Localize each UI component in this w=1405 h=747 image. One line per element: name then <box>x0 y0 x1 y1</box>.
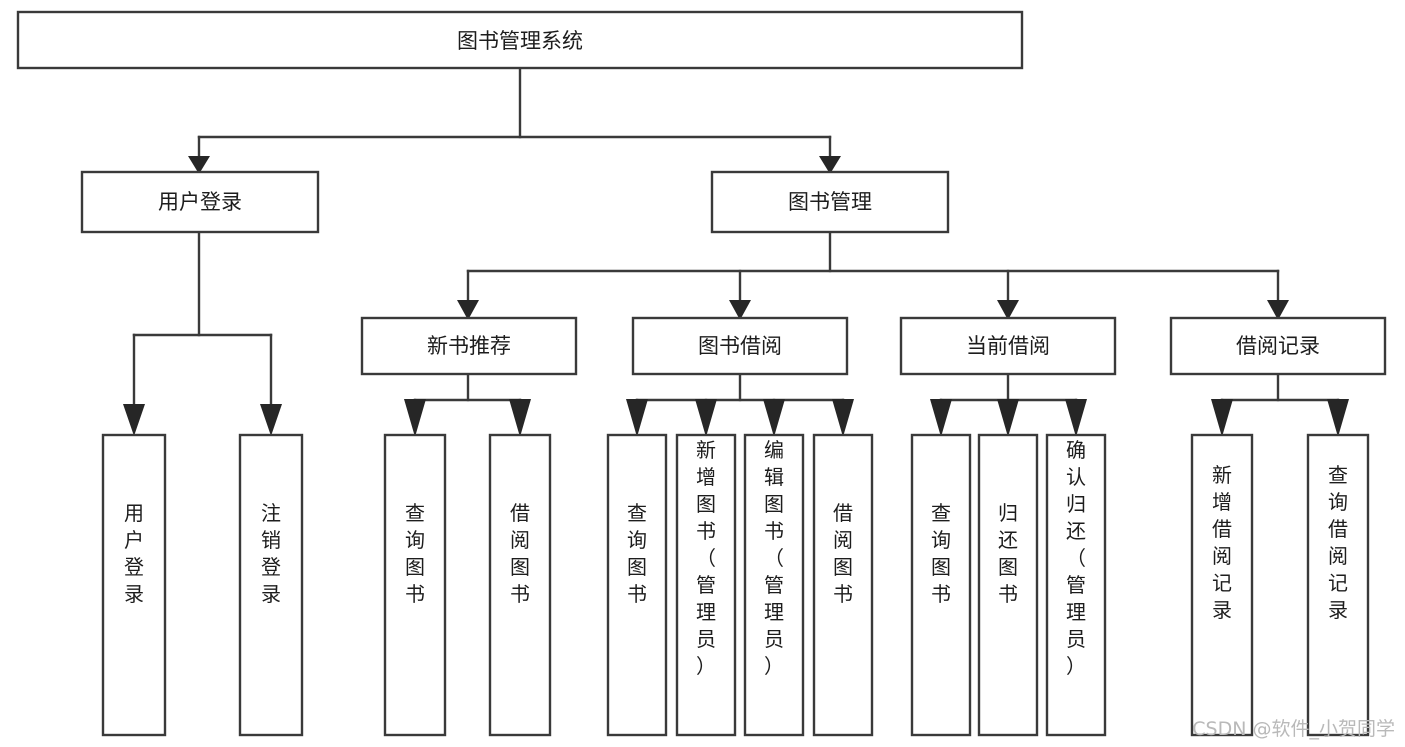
node-leaf-cur-confirm-label: 确认归还（管理员） <box>1066 438 1086 678</box>
arrow-to-leaf-borrow-query <box>626 399 648 437</box>
arrow-to-borrow-record <box>1267 300 1289 320</box>
node-leaf-borrow-do-label: 借阅图书 <box>833 501 853 606</box>
node-leaf-borrow-edit[interactable]: 编辑图书（管理员） <box>743 433 805 737</box>
arrow-to-leaf-rec-add <box>1211 399 1233 437</box>
node-leaf-cur-confirm-box[interactable] <box>1045 433 1107 737</box>
node-leaf-rec-add-box[interactable] <box>1190 433 1254 737</box>
arrow-to-current-borrow <box>997 300 1019 320</box>
arrow-to-leaf-rec-query <box>404 399 426 437</box>
node-leaf-borrow-do[interactable]: 借阅图书 <box>812 433 874 737</box>
node-leaf-cur-query[interactable]: 查询图书 <box>910 433 972 737</box>
node-leaf-rec-add[interactable]: 新增借阅记录 <box>1190 433 1254 737</box>
node-leaf-borrow-edit-box[interactable] <box>743 433 805 737</box>
node-leaf-user-login-box[interactable] <box>101 433 167 737</box>
node-new-book-rec[interactable]: 新书推荐 <box>360 316 578 376</box>
node-book-borrow-box[interactable] <box>631 316 849 376</box>
node-root-label: 图书管理系统 <box>457 29 583 53</box>
node-new-book-rec-label: 新书推荐 <box>427 334 511 358</box>
node-borrow-record-label: 借阅记录 <box>1236 334 1320 358</box>
arrow-to-leaf-rec-search <box>1327 399 1349 437</box>
arrow-to-leaf-cur-return <box>997 399 1019 437</box>
node-leaf-cur-return[interactable]: 归还图书 <box>977 433 1039 737</box>
node-leaf-cur-return-label: 归还图书 <box>998 501 1018 606</box>
node-leaf-borrow-query-label: 查询图书 <box>627 501 647 606</box>
node-leaf-borrow-add-label: 新增图书（管理员） <box>696 438 716 678</box>
node-leaf-rec-add-label: 新增借阅记录 <box>1212 463 1232 622</box>
node-user-login-label: 用户登录 <box>158 190 242 214</box>
node-leaf-borrow-query-box[interactable] <box>606 433 668 737</box>
node-user-login-box[interactable] <box>80 170 320 234</box>
node-leaf-cur-query-label: 查询图书 <box>931 501 951 606</box>
arrow-to-leaf-cur-query <box>930 399 952 437</box>
node-leaf-rec-query-box[interactable] <box>383 433 447 737</box>
node-root[interactable]: 图书管理系统 <box>16 10 1024 70</box>
node-leaf-user-login[interactable]: 用户登录 <box>101 433 167 737</box>
node-root-box[interactable] <box>16 10 1024 70</box>
node-user-login[interactable]: 用户登录 <box>80 170 320 234</box>
node-book-manage-label: 图书管理 <box>788 190 872 214</box>
node-current-borrow-box[interactable] <box>899 316 1117 376</box>
node-leaf-rec-search-box[interactable] <box>1306 433 1370 737</box>
node-leaf-borrow-query[interactable]: 查询图书 <box>606 433 668 737</box>
node-book-manage[interactable]: 图书管理 <box>710 170 950 234</box>
node-book-borrow[interactable]: 图书借阅 <box>631 316 849 376</box>
node-leaf-rec-borrow-label: 借阅图书 <box>510 501 530 606</box>
node-book-manage-box[interactable] <box>710 170 950 234</box>
node-borrow-record[interactable]: 借阅记录 <box>1169 316 1387 376</box>
arrow-to-user-login <box>188 156 210 174</box>
arrow-to-leaf-rec-borrow <box>509 399 531 437</box>
arrow-to-book-manage <box>819 156 841 174</box>
node-leaf-cur-confirm[interactable]: 确认归还（管理员） <box>1045 433 1107 737</box>
node-leaf-user-logout-box[interactable] <box>238 433 304 737</box>
arrowhead-layer <box>123 156 1349 437</box>
node-leaf-rec-borrow-box[interactable] <box>488 433 552 737</box>
node-leaf-borrow-edit-label: 编辑图书（管理员） <box>764 438 784 678</box>
arrow-to-leaf-user-logout <box>260 404 282 436</box>
watermark-label: CSDN @软件_小贺同学 <box>1192 718 1395 740</box>
node-leaf-cur-query-box[interactable] <box>910 433 972 737</box>
node-new-book-rec-box[interactable] <box>360 316 578 376</box>
arrow-to-book-borrow <box>729 300 751 320</box>
node-leaf-rec-query-label: 查询图书 <box>405 501 425 606</box>
node-book-borrow-label: 图书借阅 <box>698 334 782 358</box>
node-current-borrow[interactable]: 当前借阅 <box>899 316 1117 376</box>
node-leaf-rec-query[interactable]: 查询图书 <box>383 433 447 737</box>
node-leaf-borrow-add-box[interactable] <box>675 433 737 737</box>
node-borrow-record-box[interactable] <box>1169 316 1387 376</box>
node-leaf-rec-search[interactable]: 查询借阅记录 <box>1306 433 1370 737</box>
node-leaf-borrow-do-box[interactable] <box>812 433 874 737</box>
arrow-to-new-book-rec <box>457 300 479 320</box>
node-leaf-user-logout-label: 注销登录 <box>261 501 281 606</box>
arrow-to-leaf-borrow-do <box>832 399 854 437</box>
arrow-to-leaf-user-login <box>123 404 145 436</box>
node-leaf-user-logout[interactable]: 注销登录 <box>238 433 304 737</box>
node-leaf-user-login-label: 用户登录 <box>124 501 144 606</box>
node-leaf-borrow-add[interactable]: 新增图书（管理员） <box>675 433 737 737</box>
node-leaf-cur-return-box[interactable] <box>977 433 1039 737</box>
arrow-to-leaf-borrow-add <box>695 399 717 437</box>
arrow-to-leaf-borrow-edit <box>763 399 785 437</box>
arrow-to-leaf-cur-confirm <box>1065 399 1087 437</box>
node-leaf-rec-borrow[interactable]: 借阅图书 <box>488 433 552 737</box>
node-leaf-rec-search-label: 查询借阅记录 <box>1328 463 1348 622</box>
node-current-borrow-label: 当前借阅 <box>966 334 1050 358</box>
